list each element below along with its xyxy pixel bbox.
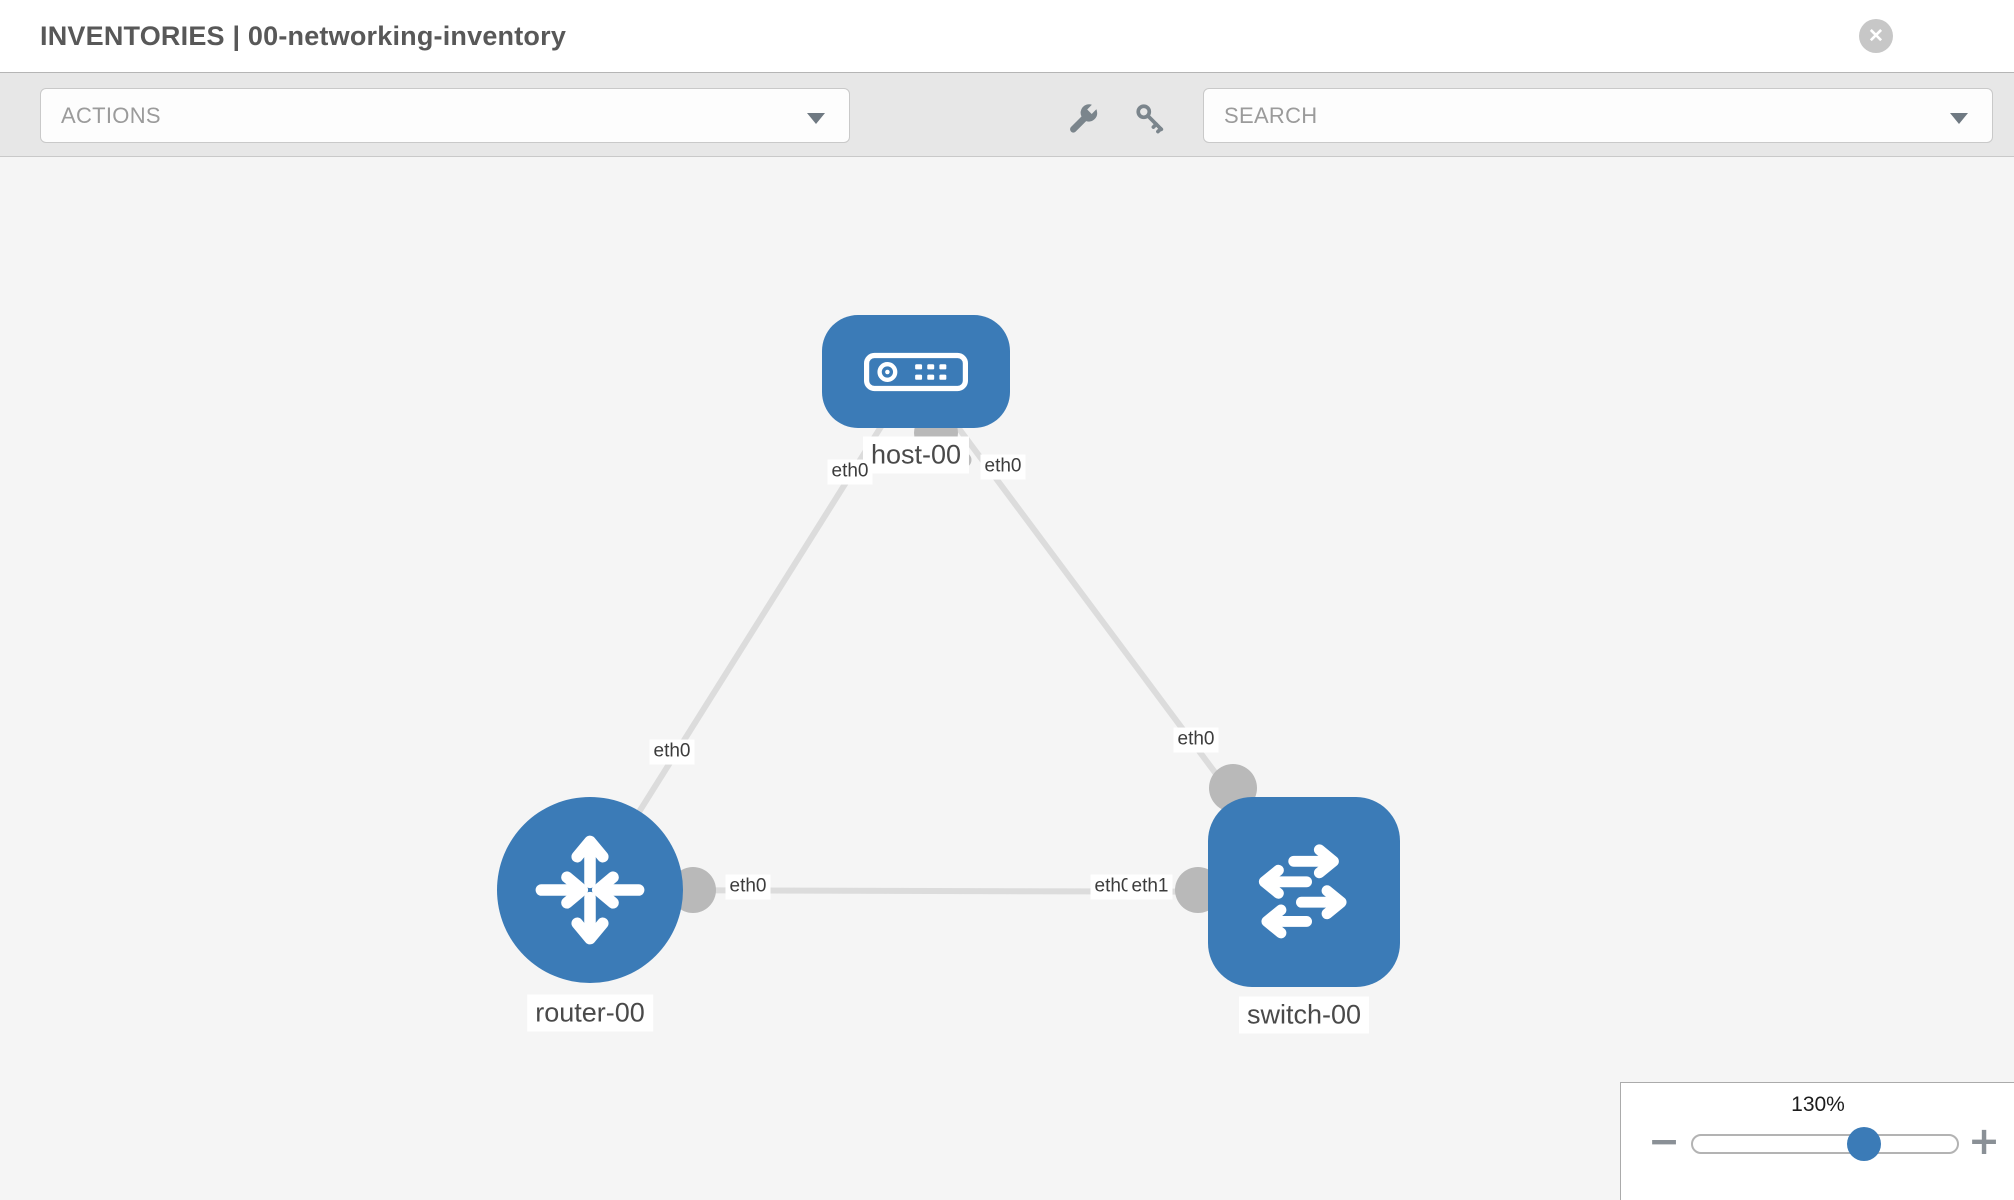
interface-label: eth0 xyxy=(980,454,1026,480)
credentials-button[interactable] xyxy=(1130,98,1170,138)
page-title: INVENTORIES | 00-networking-inventory xyxy=(40,21,567,51)
links-layer xyxy=(587,369,1307,913)
router-arrows-icon xyxy=(535,835,645,945)
node-label-host: host-00 xyxy=(862,436,970,474)
node-host-00[interactable] xyxy=(822,315,1010,428)
link-host-router[interactable] xyxy=(587,369,919,892)
actions-dropdown[interactable]: ACTIONS xyxy=(40,88,850,143)
interface-label: eth0 xyxy=(1173,727,1219,753)
search-dropdown-label: SEARCH xyxy=(1224,103,1318,128)
server-icon xyxy=(864,352,968,391)
actions-dropdown-label: ACTIONS xyxy=(61,103,161,128)
chevron-down-icon xyxy=(1950,113,1968,124)
tools-button[interactable] xyxy=(1063,98,1103,138)
zoom-level-value: 130% xyxy=(1791,1093,1845,1116)
node-switch-00[interactable] xyxy=(1208,797,1400,987)
node-label-switch: switch-00 xyxy=(1238,996,1370,1034)
key-icon xyxy=(1136,104,1164,134)
interface-label: eth0 xyxy=(725,874,771,900)
zoom-out-button[interactable]: − xyxy=(1644,1119,1684,1163)
interface-label: eth0 xyxy=(649,739,695,765)
close-icon: ✕ xyxy=(1868,25,1884,47)
interface-label: eth0 xyxy=(827,459,873,485)
node-router-00[interactable] xyxy=(497,797,683,983)
chevron-down-icon xyxy=(807,113,825,124)
plus-icon: + xyxy=(1968,1119,2000,1163)
node-label-router: router-00 xyxy=(527,994,653,1032)
topology-canvas[interactable]: host-00 router-00 switch-00 eth0 eth0 et… xyxy=(0,158,2014,1200)
search-dropdown[interactable]: SEARCH xyxy=(1203,88,1993,143)
zoom-in-button[interactable]: + xyxy=(1964,1119,2004,1163)
header: INVENTORIES | 00-networking-inventory ✕ xyxy=(0,0,2014,72)
close-button[interactable]: ✕ xyxy=(1859,19,1893,53)
switch-arrows-icon xyxy=(1258,844,1347,939)
interface-label: eth1 xyxy=(1127,874,1173,900)
zoom-panel: 130% − + xyxy=(1620,1082,2014,1200)
zoom-slider-thumb[interactable] xyxy=(1847,1127,1881,1161)
minus-icon: − xyxy=(1648,1119,1680,1163)
wrench-icon xyxy=(1070,104,1098,133)
zoom-slider-track[interactable] xyxy=(1691,1134,1959,1154)
toolbar: ACTIONS SEARCH xyxy=(0,72,2014,157)
